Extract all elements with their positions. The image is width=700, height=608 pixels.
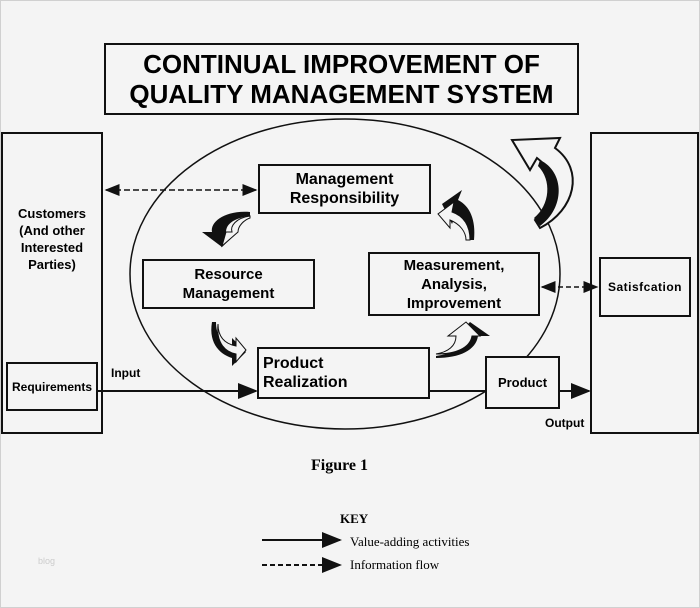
curved-arrow-realization-to-measure-icon [435,321,490,358]
key-information-flow-label: Information flow [350,557,440,572]
output-label: Output [545,416,585,430]
realization-line-1: Product [263,355,324,372]
customers-line-1: Customers [18,206,86,221]
management-responsibility-box: Management Responsibility [258,164,431,214]
realization-line-2: Realization [263,374,348,391]
figure-caption: Figure 1 [311,457,369,474]
satisfaction-box: Satisfcation [599,257,691,317]
measurement-analysis-improvement-box: Measurement, Analysis, Improvement [368,252,540,316]
curved-arrow-mgmt-to-resource-icon [202,211,251,248]
product-box: Product [485,356,560,409]
measure-line-1: Measurement, [403,256,505,274]
mgmt-line-1: Management [295,171,394,188]
resource-line-1: Resource [194,266,263,283]
requirements-label: Requirements [11,379,93,394]
customers-line-4: Parties) [28,257,76,272]
watermark: blog [38,556,56,566]
key-title: KEY [340,511,369,526]
key-value-adding-label: Value-adding activities [350,534,470,549]
resource-management-box: Resource Management [142,259,315,309]
curved-arrow-measure-to-mgmt-icon [437,190,475,241]
title-line-1: CONTINUAL IMPROVEMENT OF [143,49,540,79]
customers-line-2: (And other [19,223,85,238]
diagram-title: CONTINUAL IMPROVEMENT OF QUALITY MANAGEM… [104,43,579,115]
measure-line-3: Improvement [406,294,502,312]
product-realization-box: Product Realization [257,347,430,399]
satisfaction-label: Satisfcation [607,280,682,294]
product-label: Product [497,375,548,390]
resource-line-2: Management [182,285,275,302]
customers-label: Customers (And other Interested Parties) [4,205,100,273]
customers-line-3: Interested [20,240,84,255]
title-line-2: QUALITY MANAGEMENT SYSTEM [129,79,554,109]
continual-improvement-arrow-icon [510,136,574,230]
curved-arrow-resource-to-realization-icon [211,322,247,366]
input-label: Input [111,366,141,380]
improvement-cycle-ellipse [129,118,561,430]
mgmt-line-2: Responsibility [289,190,400,207]
customers-panel [1,132,103,434]
requirements-box: Requirements [6,362,98,411]
measure-line-2: Analysis, [421,275,487,293]
